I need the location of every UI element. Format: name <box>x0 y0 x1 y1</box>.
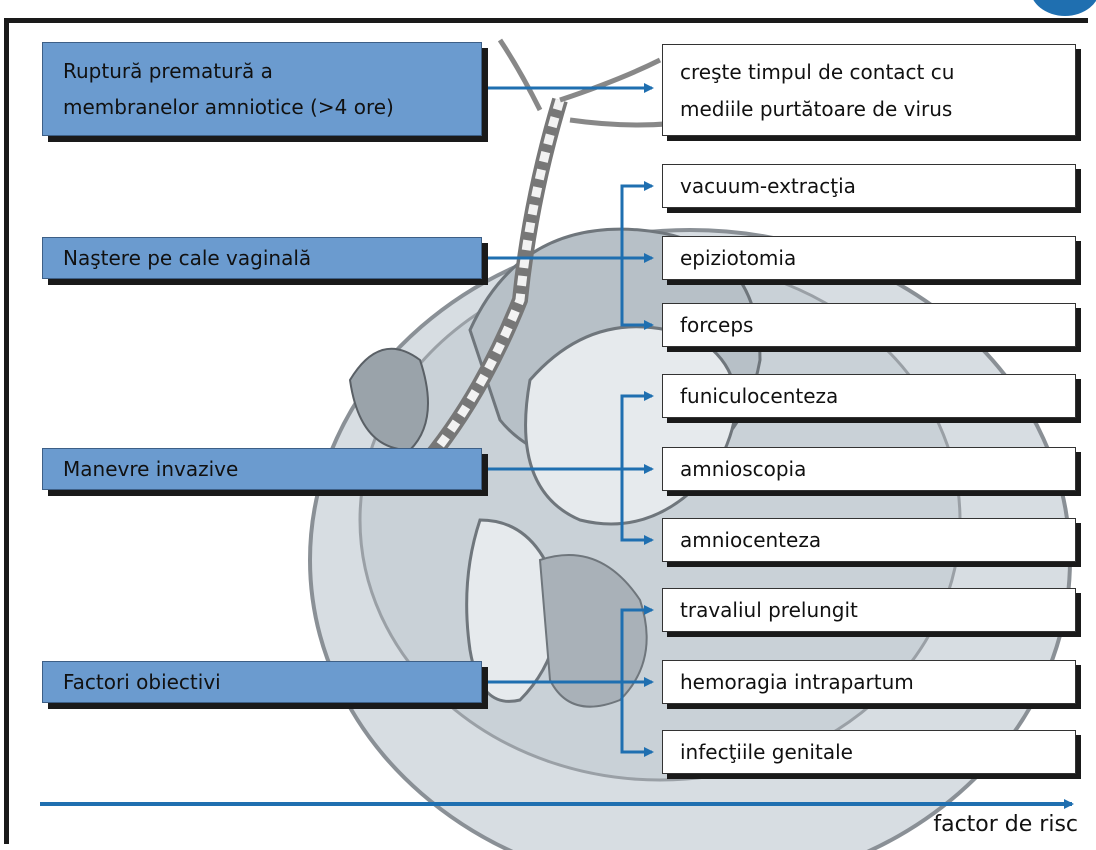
axis-label-factor-de-risc: factor de risc <box>933 812 1078 837</box>
bracket-nastere <box>620 184 652 327</box>
effect-infectiile-genitale: infecţiile genitale <box>662 730 1076 774</box>
effect-contact-time: creşte timpul de contact cu mediile purt… <box>662 44 1076 136</box>
effect-amniocenteza: amniocenteza <box>662 518 1076 562</box>
cause-ruptura-prematura: Ruptură prematură a membranelor amniotic… <box>42 42 482 136</box>
bracket-manevre <box>620 394 652 542</box>
effect-line: creşte timpul de contact cu <box>680 60 955 84</box>
effect-vacuum-extractia: vacuum-extracţia <box>662 164 1076 208</box>
effect-label: amniocenteza <box>680 528 822 552</box>
cause-nastere-vaginala: Naştere pe cale vaginală <box>42 237 482 279</box>
effect-label: amnioscopia <box>680 457 807 481</box>
effect-line: mediile purtătoare de virus <box>680 97 953 121</box>
diagram-frame <box>4 18 1088 844</box>
effect-forceps: forceps <box>662 303 1076 347</box>
effect-label: epiziotomia <box>680 246 797 270</box>
effect-epiziotomia: epiziotomia <box>662 236 1076 280</box>
effect-label: infecţiile genitale <box>680 740 853 764</box>
corner-accent <box>1030 0 1096 18</box>
bracket-factori <box>620 608 652 754</box>
effect-label: hemoragia intrapartum <box>680 670 914 694</box>
effect-travaliul-prelungit: travaliul prelungit <box>662 588 1076 632</box>
cause-factori-obiectivi: Factori obiectivi <box>42 661 482 703</box>
cause-line: Factori obiectivi <box>63 670 221 694</box>
cause-line: Manevre invazive <box>63 457 239 481</box>
cause-line: membranelor amniotice (>4 ore) <box>63 95 394 119</box>
effect-amnioscopia: amnioscopia <box>662 447 1076 491</box>
cause-line: Naştere pe cale vaginală <box>63 246 312 270</box>
cause-line: Ruptură prematură a <box>63 59 273 83</box>
effect-label: funiculocenteza <box>680 384 839 408</box>
effect-hemoragia-intrapartum: hemoragia intrapartum <box>662 660 1076 704</box>
effect-label: travaliul prelungit <box>680 598 858 622</box>
effect-label: vacuum-extracţia <box>680 174 856 198</box>
cause-manevre-invazive: Manevre invazive <box>42 448 482 490</box>
effect-label: forceps <box>680 313 754 337</box>
effect-funiculocenteza: funiculocenteza <box>662 374 1076 418</box>
